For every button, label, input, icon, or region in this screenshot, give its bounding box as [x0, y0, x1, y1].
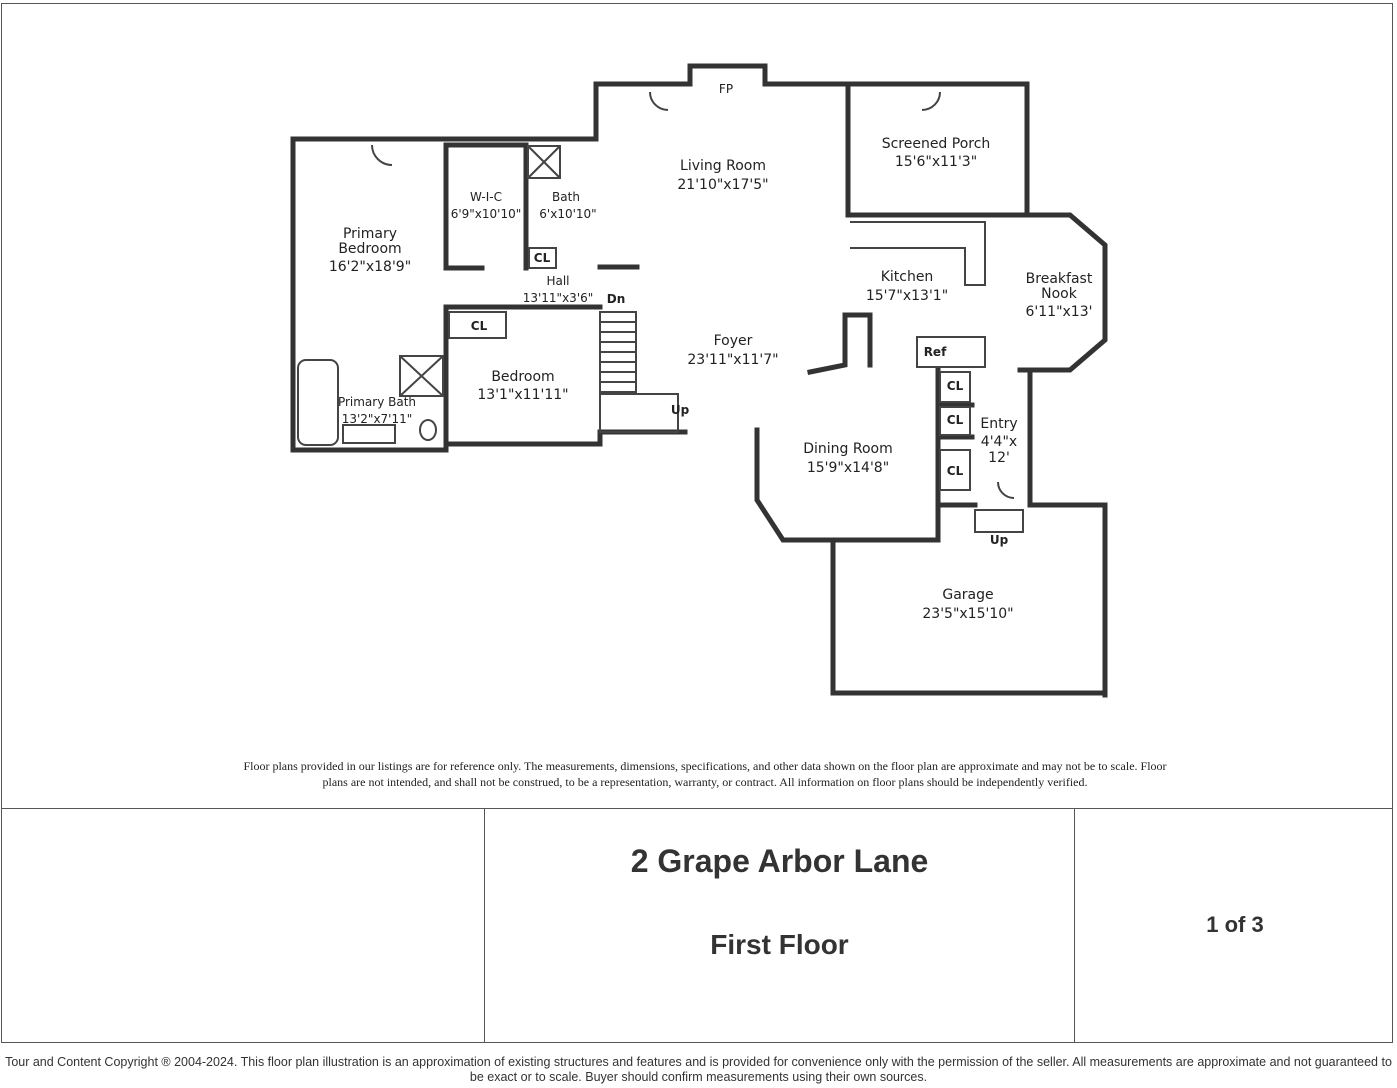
- kitchen-name: Kitchen: [881, 269, 934, 285]
- entry-dim-1: 4'4"x: [981, 434, 1017, 450]
- nook-dim: 6'11"x13': [1026, 304, 1093, 320]
- garage-stairs-up-label: Up: [990, 533, 1009, 547]
- dining-room-dim: 15'9"x14'8": [807, 460, 889, 476]
- closet-label-bedroom: CL: [471, 319, 488, 333]
- floor-plan-sheet: [1, 3, 1393, 1043]
- closet-label-entry-3: CL: [947, 464, 964, 478]
- screened-porch-name: Screened Porch: [882, 136, 991, 152]
- dining-room-name: Dining Room: [803, 441, 893, 457]
- stairs-up-label: Up: [671, 403, 690, 417]
- floor-plan-drawing: FP Living Room 21'10"x17'5" Screened Por…: [290, 63, 1108, 698]
- closet-label-bath: CL: [534, 251, 551, 265]
- ref-label: Ref: [924, 345, 947, 359]
- copyright-notice: Tour and Content Copyright ® 2004-2024. …: [5, 1055, 1392, 1084]
- nook-name-1: Breakfast: [1026, 271, 1093, 287]
- title-block-right-cell: 1 of 3: [1075, 809, 1393, 1043]
- kitchen-dim: 15'7"x13'1": [866, 288, 948, 304]
- interior-details: [297, 91, 1024, 533]
- entry-dim-2: 12': [988, 450, 1010, 466]
- bath-dim: 6'x10'10": [539, 207, 596, 221]
- closet-label-entry-2: CL: [947, 413, 964, 427]
- garage-name: Garage: [942, 587, 993, 603]
- bath-name: Bath: [552, 190, 580, 204]
- floor-name: First Floor: [710, 929, 849, 960]
- foyer-name: Foyer: [714, 333, 753, 349]
- title-block: 2 Grape Arbor Lane First Floor 1 of 3: [1, 808, 1393, 1043]
- title-block-center-cell: 2 Grape Arbor Lane First Floor: [485, 809, 1075, 1043]
- floor-plan-disclaimer: Floor plans provided in our listings are…: [243, 759, 1167, 789]
- wic-dim: 6'9"x10'10": [451, 207, 522, 221]
- wic-name: W-I-C: [470, 190, 502, 204]
- screened-porch-dim: 15'6"x11'3": [895, 154, 977, 170]
- property-address: 2 Grape Arbor Lane: [630, 843, 929, 879]
- fireplace-label: FP: [719, 82, 733, 96]
- stairs-down-label: Dn: [607, 292, 626, 306]
- hall-name: Hall: [546, 274, 569, 288]
- page-indicator: 1 of 3: [1206, 912, 1264, 937]
- living-room-name: Living Room: [680, 158, 766, 174]
- hall-dim: 13'11"x3'6": [523, 291, 594, 305]
- primary-bath-dim: 13'2"x7'11": [342, 412, 413, 426]
- exterior-walls: [290, 63, 1108, 698]
- bedroom-dim: 13'1"x11'11": [477, 387, 568, 403]
- bedroom-name: Bedroom: [491, 369, 554, 385]
- primary-bedroom-name-1: Primary: [343, 226, 397, 242]
- foyer-dim: 23'11"x11'7": [687, 352, 778, 368]
- primary-bedroom-dim: 16'2"x18'9": [329, 259, 411, 275]
- living-room-dim: 21'10"x17'5": [677, 177, 768, 193]
- garage-dim: 23'5"x15'10": [922, 606, 1013, 622]
- closet-label-entry-1: CL: [947, 379, 964, 393]
- primary-bath-name: Primary Bath: [338, 395, 416, 409]
- entry-name: Entry: [980, 416, 1017, 432]
- title-block-left-cell: [1, 809, 485, 1043]
- primary-bedroom-name-2: Bedroom: [338, 241, 401, 257]
- nook-name-2: Nook: [1041, 286, 1078, 302]
